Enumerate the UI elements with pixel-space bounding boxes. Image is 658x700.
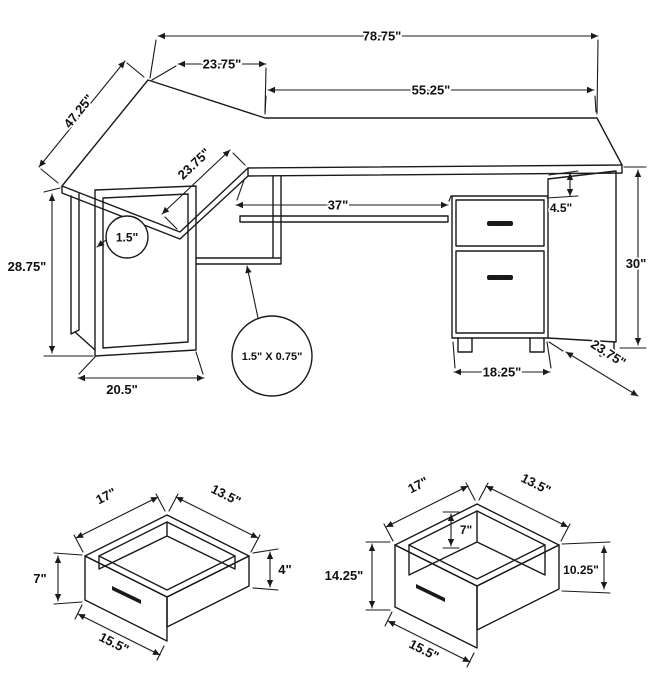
dim-small-front-height: 7" bbox=[32, 552, 83, 605]
dim-file-front-height-label: 14.25" bbox=[325, 568, 364, 583]
dim-desk-depth-label: 23.75" bbox=[175, 145, 214, 182]
dim-line bbox=[175, 496, 259, 539]
drawer-front-panel bbox=[394, 544, 478, 649]
dim-drawer-offset: 4.5" bbox=[546, 170, 579, 217]
dim-ext-lines bbox=[236, 179, 452, 202]
dim-ext-lines bbox=[548, 341, 564, 352]
drawer-side-face bbox=[166, 555, 250, 628]
small-drawer-drawing: 17" 13.5" 7" 4" 15.5" bbox=[32, 479, 293, 661]
dim-knee-space: 37" bbox=[235, 179, 452, 214]
drawer-side-face bbox=[476, 544, 560, 631]
callout-leader bbox=[245, 265, 259, 319]
dim-ext-lines bbox=[452, 341, 552, 369]
drawer-handle bbox=[112, 586, 141, 604]
dim-small-depth: 17" bbox=[73, 483, 166, 553]
dim-file-inner-depth-label: 7" bbox=[460, 523, 472, 537]
dim-file-side-height-label: 10.25" bbox=[563, 563, 599, 577]
dim-leg-base-width-label: 20.5" bbox=[106, 382, 137, 397]
center-support-frame bbox=[195, 175, 282, 265]
dim-ext-lines bbox=[264, 95, 597, 115]
dim-ext-lines bbox=[151, 65, 267, 113]
dim-total-width-label: 78.75" bbox=[363, 29, 402, 44]
dim-ext-lines bbox=[442, 511, 460, 549]
dim-ext-lines bbox=[78, 351, 204, 375]
dim-small-side-height-label: 4" bbox=[278, 562, 291, 577]
bottom-drawer-handle bbox=[487, 275, 513, 280]
callout-leg-tube-label: 1.5" bbox=[116, 231, 138, 245]
dim-file-side-height: 10.25" bbox=[561, 541, 611, 594]
drawer-front-panel bbox=[84, 555, 168, 642]
dim-ext-lines bbox=[546, 170, 579, 199]
dim-ext-lines bbox=[164, 152, 246, 230]
dim-line bbox=[75, 496, 159, 539]
dim-ext-lines bbox=[561, 541, 611, 594]
callout-leg-tube: 1.5" bbox=[96, 215, 149, 259]
back-support-rail bbox=[239, 215, 449, 223]
dim-file-width-label: 13.5" bbox=[519, 470, 554, 498]
dim-return-width-label: 23.75" bbox=[203, 57, 242, 72]
dim-leg-base-width: 20.5" bbox=[77, 351, 205, 399]
dim-line bbox=[385, 485, 469, 528]
dim-drawer-offset-label: 4.5" bbox=[550, 201, 572, 215]
dim-file-inner-depth: 7" bbox=[442, 511, 474, 549]
callout-circle bbox=[231, 315, 313, 397]
dim-ext-lines bbox=[619, 166, 647, 349]
dim-small-front-height-label: 7" bbox=[33, 571, 46, 586]
dim-cabinet-depth: 23.75" bbox=[548, 335, 639, 397]
desk-top-face bbox=[61, 79, 623, 233]
dim-file-depth-label: 17" bbox=[405, 474, 430, 497]
dim-right-height-label: 30" bbox=[626, 256, 647, 271]
dim-small-side-height: 4" bbox=[252, 548, 293, 591]
desk-drawing bbox=[61, 79, 623, 357]
dim-small-width: 13.5" bbox=[168, 479, 261, 553]
callout-frame-tube: 1.5" X 0.75" bbox=[231, 265, 313, 397]
dim-ext-lines bbox=[74, 604, 165, 661]
dim-left-height: 28.75" bbox=[6, 187, 94, 357]
dim-line bbox=[565, 351, 639, 397]
dim-line bbox=[77, 613, 161, 656]
dim-main-width: 55.25" bbox=[264, 81, 597, 115]
dim-ext-lines bbox=[43, 187, 94, 357]
top-drawer-front bbox=[455, 199, 545, 247]
dim-ext-lines bbox=[252, 548, 279, 591]
callout-frame-tube-label: 1.5" X 0.75" bbox=[242, 351, 303, 363]
dim-right-height: 30" bbox=[619, 166, 648, 349]
dim-cabinet-width-label: 18.25" bbox=[483, 365, 522, 380]
drawer-interior bbox=[408, 510, 546, 576]
dim-ext-lines bbox=[53, 552, 83, 605]
left-back-leg bbox=[70, 193, 96, 351]
drawer-handle bbox=[416, 584, 445, 602]
bottom-drawer-front bbox=[455, 250, 545, 334]
dim-ext-lines bbox=[384, 611, 475, 668]
dim-main-width-label: 55.25" bbox=[412, 83, 451, 98]
dim-ext-lines bbox=[149, 39, 599, 115]
cabinet-front-frame bbox=[451, 195, 549, 339]
callout-circle bbox=[105, 215, 149, 259]
dim-small-width-label: 13.5" bbox=[209, 481, 244, 509]
dim-line bbox=[161, 149, 231, 215]
dim-total-width: 78.75" bbox=[149, 27, 599, 115]
dim-line bbox=[38, 60, 126, 168]
cabinet-side-panel bbox=[547, 170, 617, 343]
file-drawer-drawing: 17" 13.5" 7" 14.25" 10.25" 15.5" bbox=[323, 468, 611, 668]
dim-left-height-label: 28.75" bbox=[8, 259, 47, 274]
dim-ext-lines bbox=[40, 62, 145, 184]
dim-line bbox=[387, 620, 471, 663]
top-drawer-handle bbox=[487, 221, 513, 226]
dim-return-depth-label: 47.25" bbox=[60, 91, 96, 131]
callout-leader bbox=[96, 239, 107, 248]
dim-small-bottom-width-label: 15.5" bbox=[97, 629, 132, 657]
dim-knee-space-label: 37" bbox=[328, 198, 349, 213]
dim-ext-lines bbox=[365, 541, 391, 611]
dim-cabinet-width: 18.25" bbox=[452, 341, 552, 381]
dim-small-depth-label: 17" bbox=[93, 485, 118, 508]
dim-file-bottom-width-label: 15.5" bbox=[407, 636, 442, 664]
dim-file-width: 13.5" bbox=[478, 468, 571, 542]
dim-return-width: 23.75" bbox=[151, 55, 267, 113]
dim-return-depth: 47.25" bbox=[38, 60, 145, 184]
dim-file-front-height: 14.25" bbox=[323, 541, 391, 611]
dim-line bbox=[485, 485, 569, 528]
